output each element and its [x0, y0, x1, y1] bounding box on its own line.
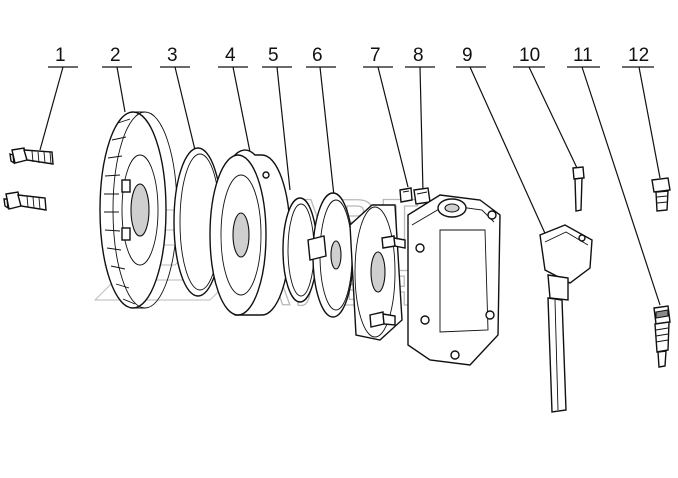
leader-5: [262, 66, 292, 191]
label-5: 5: [268, 45, 279, 66]
label-6: 6: [312, 45, 323, 66]
part-4-disc: [209, 149, 291, 316]
leader-6: [306, 66, 336, 206]
part-1-bolts: [3, 147, 54, 211]
part-6-spacer-disc: [307, 192, 354, 318]
flange-bolts: [369, 235, 406, 328]
part-7-8-flange-assembly: [349, 187, 431, 341]
label-1: 1: [55, 45, 66, 66]
part-10-bolt: [572, 166, 585, 212]
label-11: 11: [573, 45, 593, 66]
leader-lines: [39, 66, 661, 306]
leader-12: [622, 66, 661, 179]
bolt-lower: [3, 191, 47, 211]
label-12: 12: [628, 45, 649, 66]
label-9: 9: [462, 45, 473, 66]
label-7: 7: [370, 45, 381, 66]
label-8: 8: [413, 45, 424, 66]
leader-11: [567, 66, 661, 306]
leader-7: [363, 66, 409, 188]
part-9-housing: [407, 194, 501, 366]
leader-4: [218, 66, 251, 153]
label-3: 3: [167, 45, 178, 66]
label-4: 4: [225, 45, 236, 66]
part-labels: 1 2 3 4 5 6 7 8 9 10 11 12: [55, 45, 649, 66]
leader-9: [456, 66, 549, 241]
leader-1: [39, 66, 78, 151]
label-2: 2: [110, 45, 121, 66]
part-11-sensor: [653, 305, 671, 368]
part-7-nut: [399, 187, 413, 203]
part-2-gear: [99, 111, 178, 309]
shaft-assembly: [539, 224, 593, 413]
leader-8: [405, 66, 435, 193]
part-12-bolt: [651, 177, 671, 212]
part-8-nut: [413, 187, 431, 205]
leader-3: [160, 66, 196, 151]
label-10: 10: [519, 45, 540, 66]
bolt-upper: [9, 147, 54, 165]
leader-10: [513, 66, 578, 169]
leader-2: [102, 66, 132, 113]
